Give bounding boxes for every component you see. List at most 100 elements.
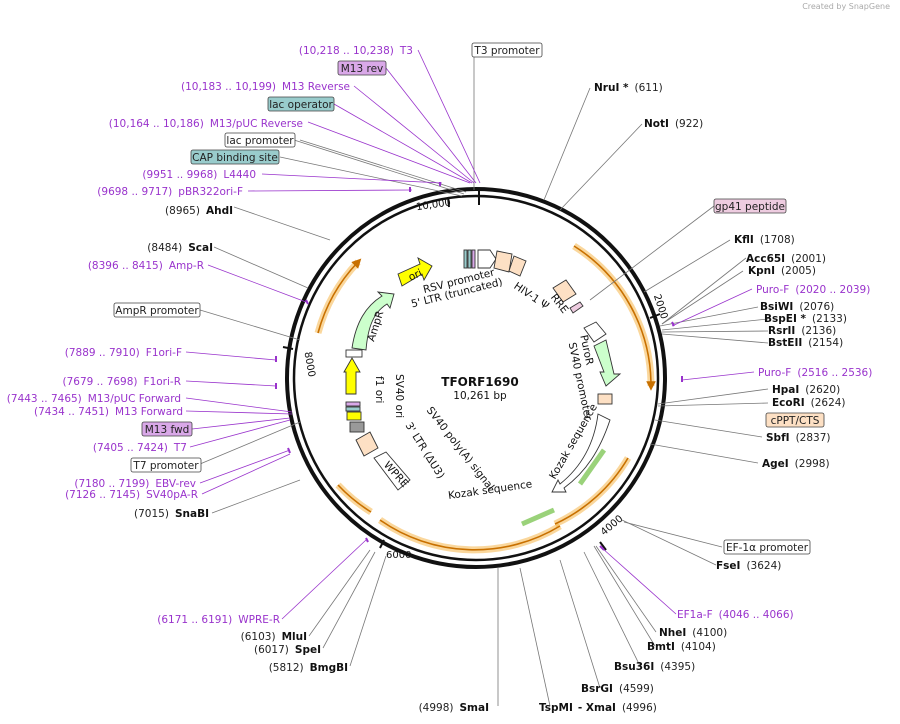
tick-label-8000: 8000 xyxy=(302,351,317,378)
feature-sv40prom-arrow xyxy=(583,321,607,343)
snapgene-credit: Created by SnapGene xyxy=(802,2,890,11)
primer-ticks xyxy=(275,182,683,551)
site-nrui: NruI *(611) xyxy=(594,82,663,94)
feature-gp41-block xyxy=(569,301,584,314)
site-tspmi-xmai: TspMI- XmaI(4996) xyxy=(539,702,657,714)
tick-6000 xyxy=(379,539,385,549)
orf-arrow-2 xyxy=(554,457,629,525)
label-sv40ori: SV40 ori xyxy=(393,374,405,418)
feature-ampr-arrow xyxy=(351,291,395,351)
feature-lacop-block xyxy=(467,249,472,269)
kozak-arrows xyxy=(520,448,607,527)
site-cppt-box: cPPT/CTS xyxy=(765,412,825,428)
feature-m13-block xyxy=(471,249,476,269)
site-bsu36i: Bsu36I(4395) xyxy=(614,661,695,673)
site-t3prom-box: T3 promoter xyxy=(471,42,543,58)
site-ecori: EcoRI(2624) xyxy=(772,397,846,409)
site-l4440: (9951 .. 9968)L4440 xyxy=(142,169,256,181)
site-f1orir: (7679 .. 7698)F1ori-R xyxy=(63,376,181,388)
svg-text:cPPT/CTS: cPPT/CTS xyxy=(771,415,820,427)
site-t7: (7405 .. 7424)T7 xyxy=(93,442,187,454)
svg-text:CAP binding site: CAP binding site xyxy=(192,152,278,164)
feature-sv40ori-block-3 xyxy=(346,411,362,421)
orf-arrow-1 xyxy=(573,245,656,391)
site-fsei: FseI(3624) xyxy=(716,560,781,572)
tick-label-10000: 10,000 xyxy=(415,197,451,213)
site-noti: NotI(922) xyxy=(644,118,703,130)
svg-text:lac promoter: lac promoter xyxy=(226,135,294,147)
feature-ef1a-arrow xyxy=(551,413,611,493)
site-m13puc-rev: (10,164 .. 10,186)M13/pUC Reverse xyxy=(109,118,303,130)
orf-arrow-4 xyxy=(337,484,372,513)
svg-text:EF-1α promoter: EF-1α promoter xyxy=(726,542,809,554)
feature-cap-block xyxy=(463,249,468,269)
site-hpai: HpaI(2620) xyxy=(772,384,840,396)
plasmid-length: 10,261 bp xyxy=(453,390,507,402)
label-ori: ori xyxy=(407,267,424,284)
svg-text:lac operator: lac operator xyxy=(269,99,333,111)
leader-lines xyxy=(199,56,769,707)
feature-ltr5-block xyxy=(493,250,513,273)
site-ampr-primer: (8396 .. 8415)Amp-R xyxy=(88,260,204,272)
feature-rsv-arrow xyxy=(477,249,497,269)
site-m13rev-box: M13 rev xyxy=(337,60,387,76)
tick-2000 xyxy=(649,313,661,319)
tick-label-6000: 6000 xyxy=(386,550,411,561)
site-kfli: KflI(1708) xyxy=(734,234,795,246)
site-wprer: (6171 .. 6191)WPRE-R xyxy=(157,614,280,626)
feature-ampr-prom-block xyxy=(345,349,363,358)
site-nhei: NheI(4100) xyxy=(659,627,727,639)
site-gp41-box: gp41 peptide xyxy=(713,198,787,214)
site-lacop-box: lac operator xyxy=(267,96,335,112)
site-mlui: (6103)MluI xyxy=(241,631,307,643)
site-ebvrev: (7180 .. 7199)EBV-rev xyxy=(74,478,196,490)
orf-arrow-3 xyxy=(379,519,561,551)
site-bmti: BmtI(4104) xyxy=(647,641,716,653)
site-m13puc-fwd: (7443 .. 7465)M13/pUC Forward xyxy=(7,393,181,405)
orf-arrow-5 xyxy=(317,258,362,334)
feature-wpre-block xyxy=(373,451,411,491)
feature-f1ori-arrow xyxy=(343,357,361,395)
feature-sv40ori-block-1 xyxy=(345,401,361,407)
label-f1ori: f1 ori xyxy=(373,376,385,403)
svg-text:M13 rev: M13 rev xyxy=(341,63,384,75)
site-pbr322: (9698 .. 9717)pBR322ori-F xyxy=(97,186,243,198)
feature-cppt-block xyxy=(597,393,613,405)
label-hiv: HIV-1 Ψ xyxy=(511,280,551,312)
site-agei: AgeI(2998) xyxy=(762,458,830,470)
tick-10000 xyxy=(447,196,450,208)
site-labels: (10,218 .. 10,238)T3 M13 rev (10,183 .. … xyxy=(7,42,872,714)
site-acc65i: Acc65I(2001) xyxy=(746,253,826,265)
backbone-outer xyxy=(285,187,667,569)
svg-text:T7 promoter: T7 promoter xyxy=(132,460,199,472)
site-ahdi: (8965)AhdI xyxy=(165,205,233,217)
site-m13reverse: (10,183 .. 10,199)M13 Reverse xyxy=(181,81,350,93)
site-m13forward: (7434 .. 7451)M13 Forward xyxy=(34,406,183,418)
site-rsrii: RsrII(2136) xyxy=(768,325,836,337)
site-m13fwd-box: M13 fwd xyxy=(141,421,193,437)
svg-text:T3 promoter: T3 promoter xyxy=(473,45,540,57)
feature-rre-block xyxy=(552,279,577,303)
site-ef1aprom-box: EF-1α promoter xyxy=(723,539,811,555)
site-cap-box: CAP binding site xyxy=(190,149,280,165)
site-lacprom-box: lac promoter xyxy=(224,132,296,148)
feature-hiv-block xyxy=(508,255,527,277)
site-bsrgi: BsrGI(4599) xyxy=(581,683,654,695)
svg-text:M13 fwd: M13 fwd xyxy=(145,424,190,436)
plasmid-name: TFORF1690 xyxy=(441,375,518,389)
tick-8000 xyxy=(282,346,294,350)
feature-sv40ori-block-2 xyxy=(345,406,361,412)
site-scai: (8484)ScaI xyxy=(147,242,213,254)
site-spei: (6017)SpeI xyxy=(254,644,321,656)
site-purof2: Puro-F(2516 .. 2536) xyxy=(758,367,872,379)
site-sbfi: SbfI(2837) xyxy=(766,432,830,444)
site-bspei: BspEI *(2133) xyxy=(764,313,847,325)
site-ef1af: EF1a-F(4046 .. 4066) xyxy=(677,609,794,621)
svg-text:gp41 peptide: gp41 peptide xyxy=(715,201,785,213)
feature-sv40ori-block-4 xyxy=(349,421,365,433)
feature-puror-arrow xyxy=(593,339,622,387)
site-f1orif: (7889 .. 7910)F1ori-F xyxy=(65,347,182,359)
feature-ori-arrow xyxy=(397,257,433,287)
site-bsiwi: BsiWI(2076) xyxy=(760,301,834,313)
